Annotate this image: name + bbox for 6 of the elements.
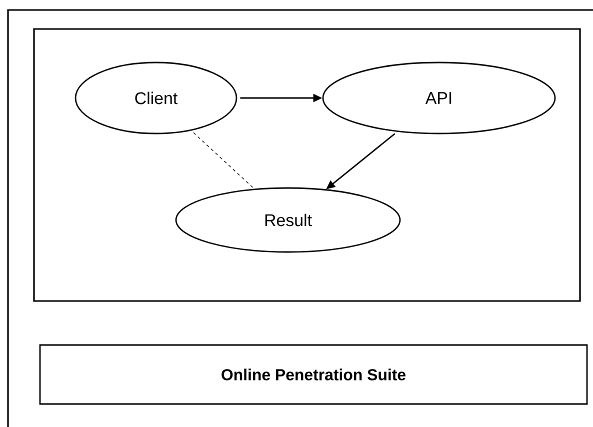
ellipse-node: Client (74, 62, 238, 134)
ellipse-node: API (322, 62, 556, 134)
title-box: Online Penetration Suite (39, 344, 588, 405)
dashed-line (193, 132, 255, 190)
frame-box (33, 28, 581, 302)
ellipse-node: Result (175, 187, 401, 253)
